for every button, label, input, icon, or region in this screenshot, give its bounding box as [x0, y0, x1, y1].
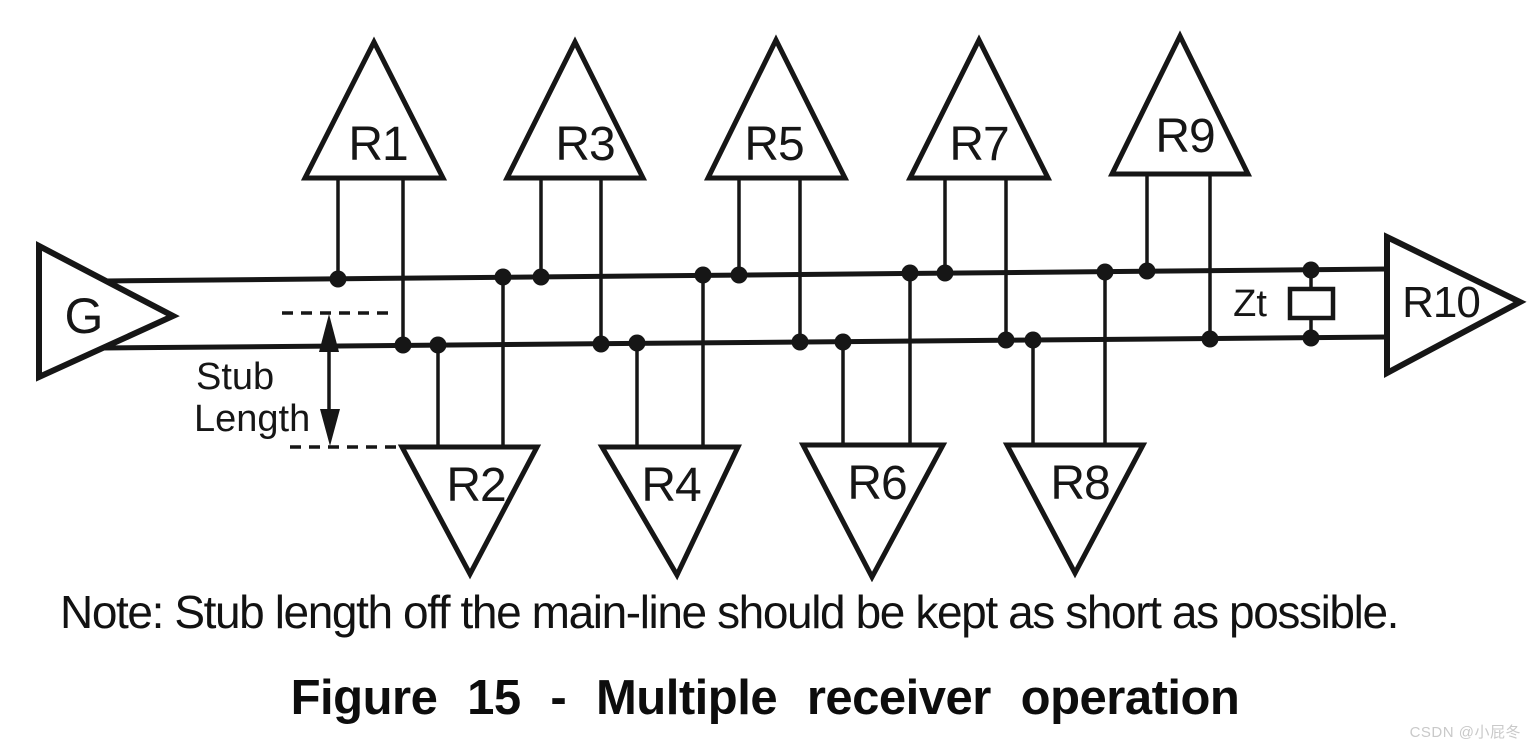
termination: Zt: [1233, 261, 1336, 347]
receiver-r1-symbol: [300, 36, 448, 181]
junction-dot: [628, 334, 646, 352]
receiver-r2-symbol: [397, 444, 542, 580]
receiver-r4: R4: [597, 266, 742, 581]
receiver-r7-label: R7: [949, 118, 1008, 171]
junction-dot: [1302, 261, 1320, 279]
receiver-r8: R8: [1002, 263, 1148, 579]
arrow-up-head: [319, 314, 339, 352]
generator-symbol: [36, 241, 180, 382]
main-line-bottom-conductor: [101, 334, 1388, 351]
generator: G: [36, 241, 180, 382]
junction-dot: [429, 336, 447, 354]
receiver-r10-symbol: [1384, 232, 1527, 379]
receiver-r5: R5: [703, 34, 850, 351]
receiver-r3: R3: [502, 36, 648, 353]
junction-dot: [532, 268, 550, 286]
junction-dot: [936, 264, 954, 282]
receiver-r6-symbol: [798, 442, 948, 582]
receiver-r3-label: R3: [555, 118, 614, 171]
receiver-r2-label: R2: [446, 459, 505, 512]
figure-caption: Figure 15 - Multiple receiver operation: [290, 671, 1240, 725]
receiver-r3-symbol: [502, 36, 648, 181]
figure-note: Note: Stub length off the main-line shou…: [60, 586, 1399, 638]
receiver-r9-label: R9: [1155, 110, 1214, 163]
junction-dot: [592, 335, 610, 353]
junction-dot: [694, 266, 712, 284]
stub-length-label-line2: Length: [194, 398, 310, 440]
junction-dot: [494, 268, 512, 286]
receiver-r4-symbol: [597, 444, 742, 581]
junction-dot: [1302, 329, 1320, 347]
receiver-r1: R1: [300, 36, 448, 354]
generator-label: G: [65, 288, 104, 344]
receiver-r7-symbol: [905, 34, 1053, 181]
junction-dot: [1096, 263, 1114, 281]
stub-length-callout: Stub Length: [194, 311, 400, 449]
receiver-r6-label: R6: [847, 457, 906, 510]
junction-dot: [1024, 331, 1042, 349]
receiver-r6: R6: [798, 264, 948, 582]
receiver-r1-label: R1: [348, 118, 407, 171]
receiver-r5-symbol: [703, 34, 850, 181]
junction-dot: [329, 270, 347, 288]
receiver-r5-label: R5: [744, 118, 803, 171]
receiver-r10-label: R10: [1402, 278, 1480, 327]
receiver-r8-label: R8: [1050, 457, 1109, 510]
receiver-r7: R7: [905, 34, 1053, 349]
junction-dot: [834, 333, 852, 351]
junction-dot: [1201, 330, 1219, 348]
receiver-r2: R2: [397, 268, 542, 580]
junction-dot: [730, 266, 748, 284]
arrow-down-head: [320, 409, 340, 446]
multiple-receiver-diagram: G Stub Length R1 R3: [36, 30, 1527, 582]
watermark: CSDN @小屁冬: [1409, 724, 1521, 741]
junction-dot: [901, 264, 919, 282]
termination-label: Zt: [1233, 283, 1267, 325]
receiver-r9-symbol: [1107, 30, 1253, 177]
junction-dot: [791, 333, 809, 351]
stub-length-label-line1: Stub: [196, 356, 274, 398]
receiver-r8-symbol: [1002, 442, 1148, 579]
termination-resistor-symbol: [1287, 286, 1336, 321]
junction-dot: [1138, 262, 1156, 280]
junction-dot: [394, 336, 412, 354]
receiver-r4-label: R4: [641, 459, 701, 512]
receiver-r10: R10: [1384, 232, 1527, 379]
junction-dot: [997, 331, 1015, 349]
receiver-r9: R9: [1107, 30, 1253, 348]
